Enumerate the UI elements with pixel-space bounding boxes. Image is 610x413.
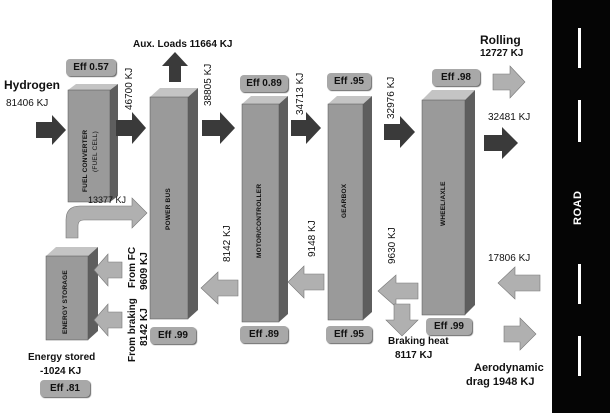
motor-controller-block (241, 96, 288, 323)
gearbox-to-motor-regen-value: 9148 KJ (307, 220, 318, 257)
gearbox-to-wheel-arrow (384, 116, 415, 148)
gearbox-to-motor-regen-arrow (287, 265, 325, 299)
wheel-to-gearbox-regen-arrow (377, 274, 419, 308)
road-to-wheel-regen-value: 17806 KJ (488, 253, 531, 264)
gearbox-label: GEARBOX (341, 183, 348, 218)
bus-to-storage-braking-arrow (93, 303, 123, 337)
from-fc-line1: From FC (127, 246, 138, 288)
eff-gearbox-bottom-badge: Eff .95 (326, 326, 372, 343)
aero-loss-arrow (503, 317, 537, 351)
bus-to-motor-value: 38805 KJ (203, 63, 214, 106)
fuel-converter-block (67, 84, 118, 203)
rolling-value: 12727 KJ (480, 48, 524, 59)
road-dash (578, 264, 581, 304)
motor-controller-label: MOTOR/CONTROLLER (256, 183, 263, 258)
aux-loads-label: Aux. Loads 11664 KJ (133, 39, 233, 50)
eff-fuel-converter-badge: Eff 0.57 (66, 59, 116, 76)
power-bus-block (149, 88, 198, 320)
wheel-to-gearbox-regen-value: 9630 KJ (387, 227, 398, 264)
wheel-axle-block (421, 90, 475, 316)
braking-heat-arrow (385, 303, 419, 337)
rolling-title: Rolling (480, 33, 521, 47)
road-dash (578, 28, 581, 68)
energy-stored-line2: -1024 KJ (40, 366, 82, 377)
road-strip (552, 0, 610, 413)
hydrogen-input-arrow (36, 115, 66, 145)
storage-to-bus-value: 13377 KJ (88, 195, 127, 205)
from-braking-line1: From braking (127, 298, 138, 362)
eff-wheel-bottom-badge: Eff .99 (426, 318, 472, 335)
power-bus-label: POWER BUS (165, 188, 172, 230)
from-fc-line2: 9609 KJ (139, 252, 150, 290)
eff-gearbox-top-badge: Eff .95 (327, 73, 371, 90)
aero-line2: drag 1948 KJ (466, 376, 535, 388)
road-dash (578, 100, 581, 142)
fuel-converter-sublabel: (FUEL CELL) (92, 131, 99, 172)
braking-heat-line1: Braking heat (388, 336, 449, 347)
fc-to-bus-value: 46700 KJ (124, 67, 135, 110)
motor-to-bus-regen-value: 8142 KJ (222, 225, 233, 262)
hydrogen-value: 81406 KJ (6, 98, 49, 109)
gearbox-block (327, 96, 372, 321)
motor-to-gearbox-arrow (291, 112, 321, 144)
eff-wheel-top-badge: Eff .98 (432, 69, 480, 86)
road-to-wheel-regen-arrow (497, 266, 541, 300)
eff-power-bus-bottom-badge: Eff .99 (150, 327, 196, 344)
bus-to-storage-fc-arrow (93, 253, 123, 287)
energy-stored-line1: Energy stored (28, 352, 96, 363)
fuel-converter-label: FUEL CONVERTER (82, 129, 89, 192)
aux-loads-arrow (162, 52, 188, 82)
fc-to-bus-arrow (116, 112, 146, 144)
eff-storage-badge: Eff .81 (40, 380, 90, 397)
braking-heat-line2: 8117 KJ (395, 350, 433, 361)
motor-to-bus-regen-arrow (200, 271, 239, 305)
wheel-out-value: 32481 KJ (488, 112, 531, 123)
eff-motor-bottom-badge: Eff .89 (240, 326, 288, 343)
aero-line1: Aerodynamic (474, 362, 544, 374)
storage-to-bus-arrow (65, 197, 148, 239)
road-label: ROAD (572, 190, 584, 225)
eff-motor-top-badge: Eff 0.89 (240, 75, 288, 92)
bus-to-motor-arrow (202, 112, 235, 144)
from-braking-line2: 8142 KJ (139, 308, 150, 346)
motor-to-gearbox-value: 34713 KJ (295, 72, 306, 115)
gearbox-to-wheel-value: 32976 KJ (386, 76, 397, 119)
wheel-axle-label: WHEEL/AXLE (440, 181, 447, 226)
energy-storage-block (45, 247, 98, 341)
hydrogen-title: Hydrogen (4, 78, 61, 92)
wheel-to-road-arrow (484, 127, 518, 159)
rolling-loss-arrow (492, 65, 526, 99)
energy-storage-label: ENERGY STORAGE (62, 270, 69, 334)
road-dash (578, 336, 581, 376)
